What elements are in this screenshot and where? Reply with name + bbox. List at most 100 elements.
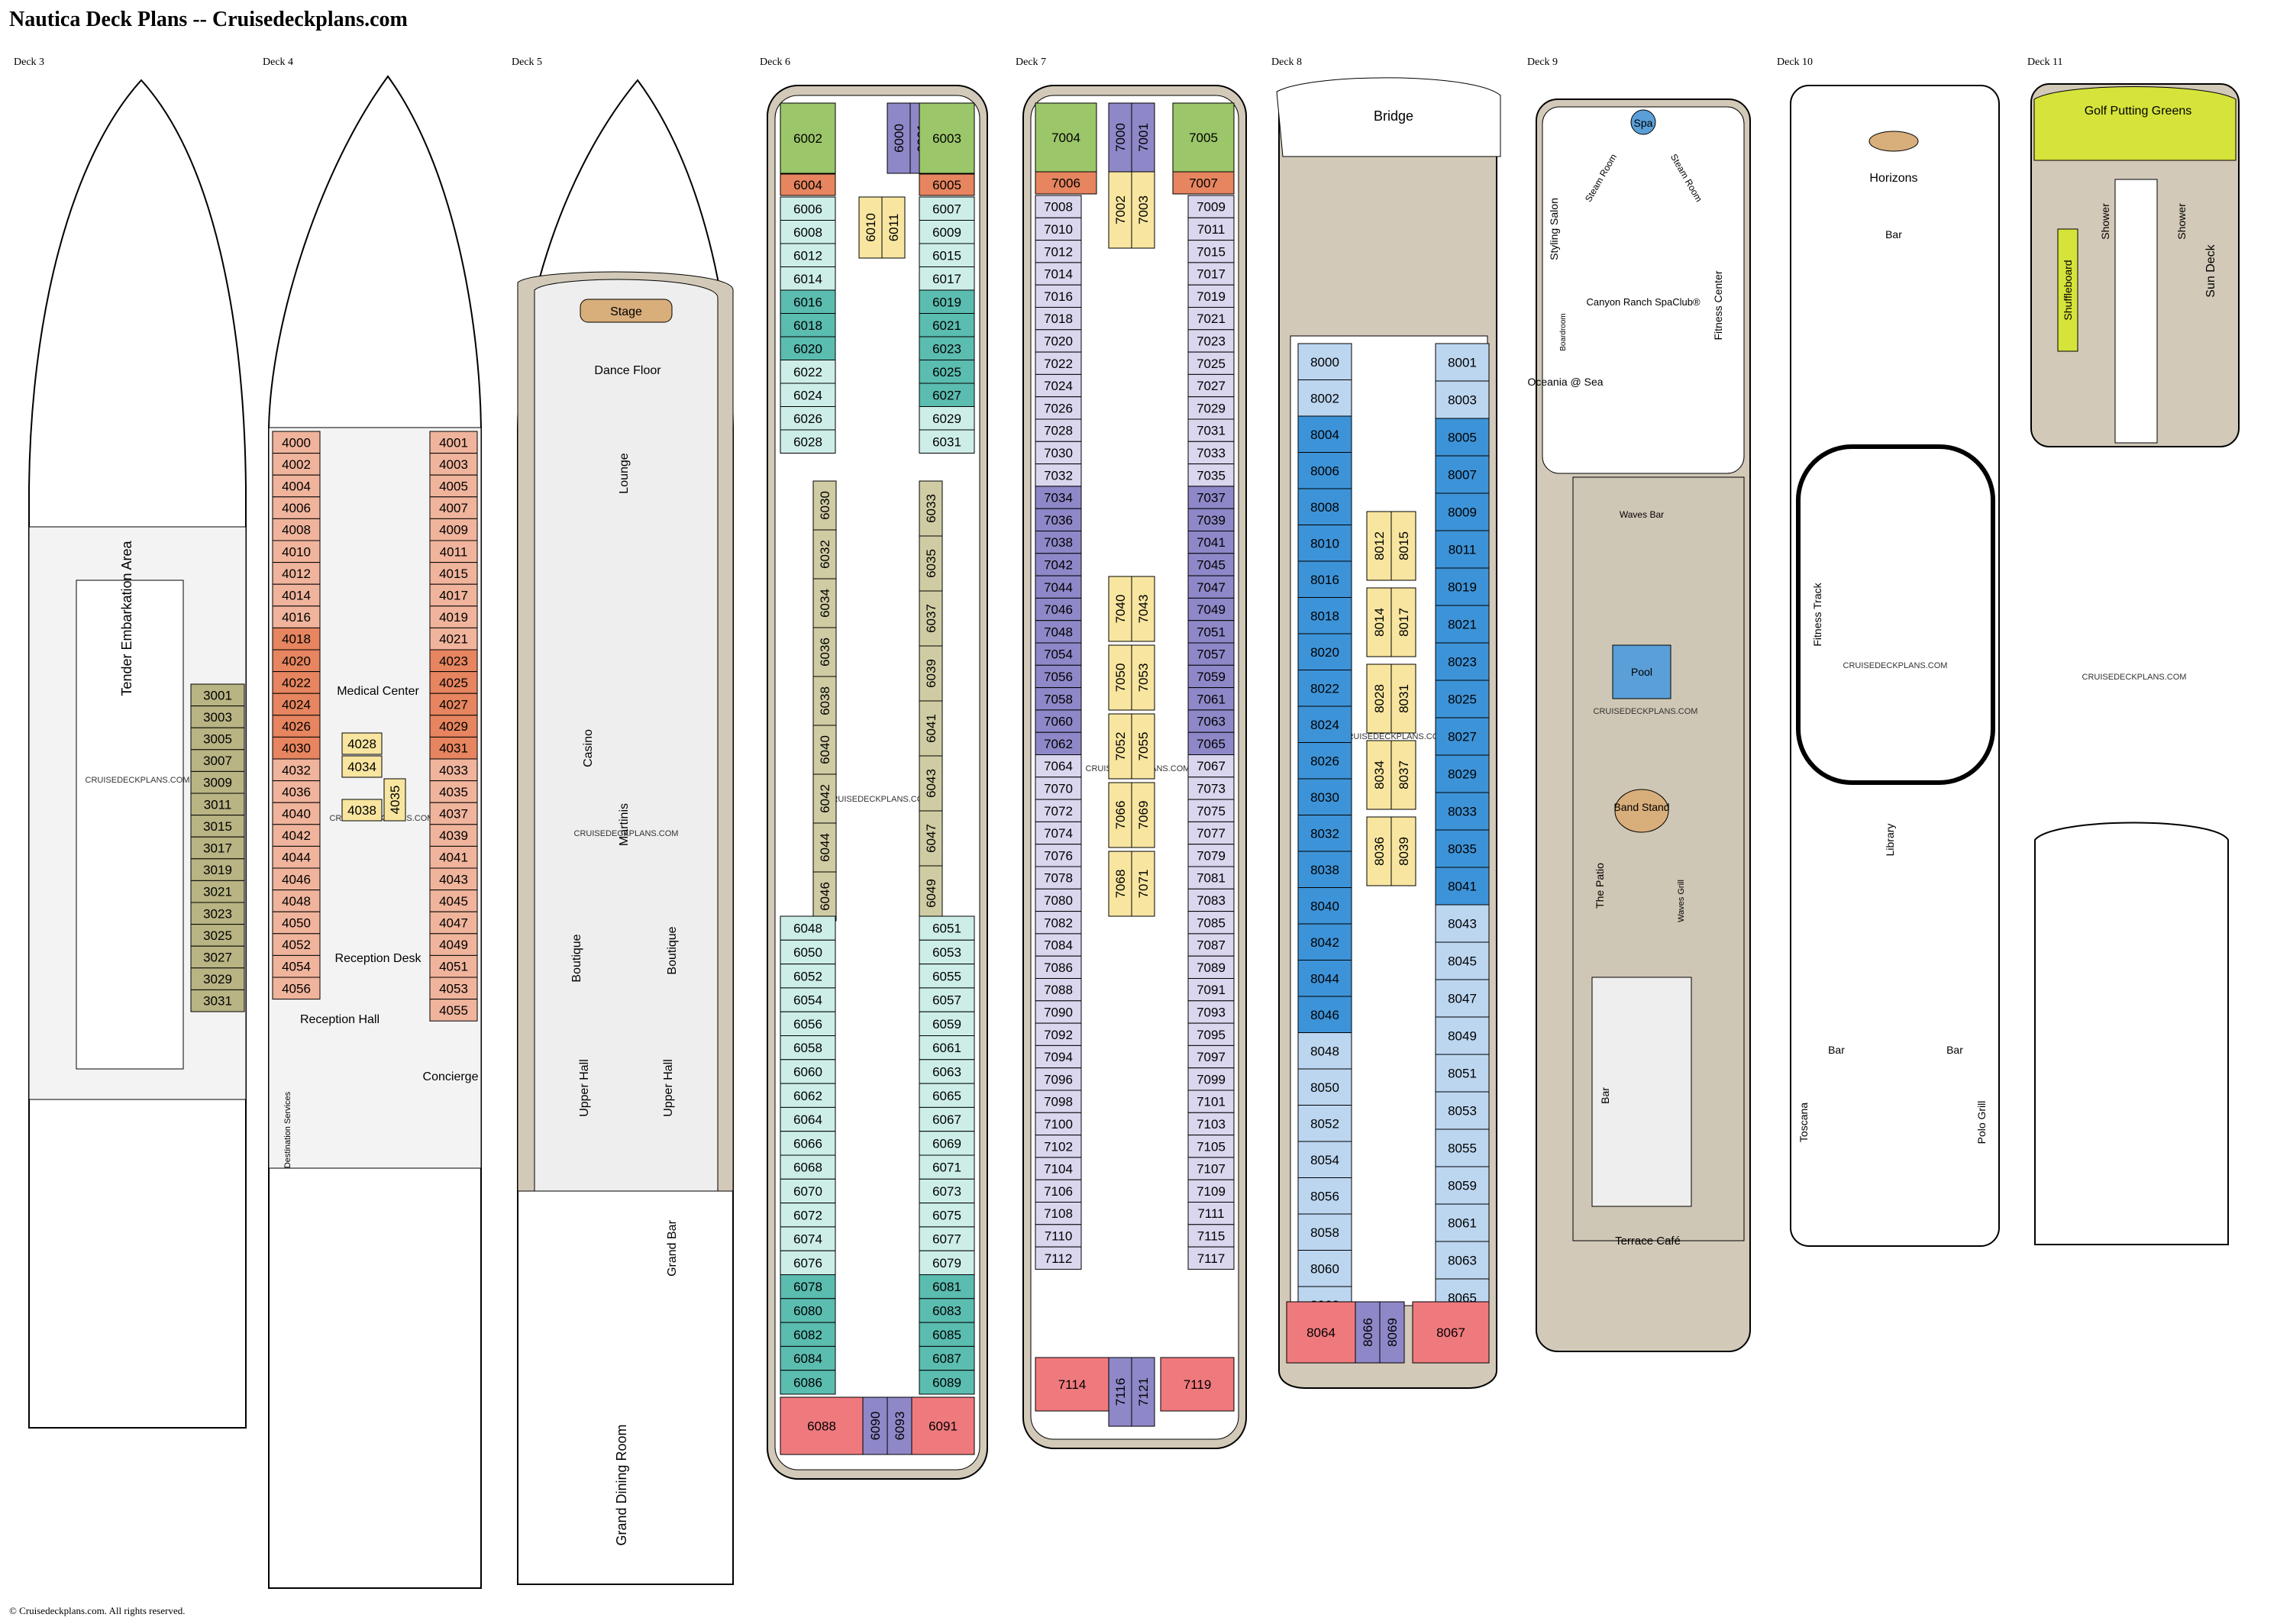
cabin-number: 4015	[439, 567, 468, 581]
cabin-6023: 6023	[919, 336, 975, 360]
cabin-7034: 7034	[1035, 486, 1082, 509]
deck11-shower2-label: Shower	[2175, 203, 2188, 240]
cabin-7081: 7081	[1187, 866, 1235, 889]
cabin-4051: 4051	[429, 954, 478, 978]
deck5-stage-label: Stage	[610, 305, 642, 318]
deck10-bar-label: Bar	[1885, 228, 1902, 241]
cabin-number: 4051	[439, 960, 468, 974]
cabin-8053: 8053	[1435, 1091, 1490, 1130]
cabin-number: 8024	[1310, 718, 1339, 732]
cabin-7087: 7087	[1187, 933, 1235, 957]
cabin-number: 7117	[1197, 1251, 1226, 1266]
cabin-4043: 4043	[429, 867, 478, 891]
cabin-number: 7000	[1113, 123, 1128, 152]
cabin-7043: 7043	[1131, 576, 1155, 642]
deck9-waves-bar-label: Waves Bar	[1620, 509, 1664, 520]
cabin-4006: 4006	[272, 496, 321, 519]
cabin-6033: 6033	[919, 480, 943, 537]
cabin-number: 7075	[1197, 804, 1226, 818]
cabin-8049: 8049	[1435, 1016, 1490, 1055]
cabin-6014: 6014	[780, 266, 836, 291]
cabin-6052: 6052	[780, 964, 836, 989]
cabin-number: 6085	[932, 1328, 961, 1342]
cabin-7041: 7041	[1187, 531, 1235, 554]
cabin-number: 6016	[793, 295, 822, 309]
cabin-7094: 7094	[1035, 1044, 1082, 1069]
cabin-8048: 8048	[1297, 1032, 1352, 1070]
cabin-7096: 7096	[1035, 1067, 1082, 1091]
cabin-7005: 7005	[1172, 102, 1235, 173]
cabin-number: 7002	[1113, 195, 1128, 224]
cabin-number: 6034	[818, 589, 832, 618]
cabin-number: 8011	[1449, 543, 1477, 557]
cabin-7080: 7080	[1035, 888, 1082, 912]
cabin-number: 6073	[932, 1184, 961, 1199]
cabin-4031: 4031	[429, 736, 478, 760]
cabin-7026: 7026	[1035, 396, 1082, 420]
deck9-styling-label: Styling Salon	[1548, 198, 1560, 260]
cabin-number: 6027	[932, 388, 961, 402]
cabin-number: 6049	[924, 879, 938, 908]
cabin-number: 8025	[1448, 693, 1477, 707]
cabin-number: 6032	[818, 540, 832, 569]
cabin-number: 3019	[203, 863, 232, 877]
cabin-number: 4030	[282, 741, 311, 756]
cabin-7021: 7021	[1187, 307, 1235, 331]
cabin-8050: 8050	[1297, 1068, 1352, 1106]
cabin-7078: 7078	[1035, 866, 1082, 889]
cabin-number: 4025	[439, 676, 468, 690]
cabin-number: 4031	[439, 741, 468, 756]
cabin-number: 4019	[439, 610, 468, 625]
cabin-number: 7091	[1197, 983, 1226, 997]
cabin-number: 7056	[1044, 670, 1073, 684]
cabin-6091: 6091	[911, 1396, 975, 1455]
cabin-6024: 6024	[780, 383, 836, 407]
cabin-number: 4035	[388, 786, 402, 815]
cabin-number: 7109	[1197, 1184, 1226, 1199]
cabin-number: 4016	[282, 610, 311, 625]
cabin-number: 8027	[1448, 730, 1477, 744]
cabin-7065: 7065	[1187, 731, 1235, 756]
cabin-number: 7087	[1197, 938, 1226, 953]
cabin-number: 8022	[1310, 681, 1339, 696]
cabin-number: 7105	[1197, 1139, 1226, 1154]
cabin-number: 8052	[1310, 1116, 1339, 1131]
cabin-7028: 7028	[1035, 418, 1082, 442]
cabin-6028: 6028	[780, 429, 836, 454]
cabin-6032: 6032	[812, 529, 837, 580]
cabin-number: 8008	[1310, 500, 1339, 515]
cabin-number: 6020	[793, 341, 822, 356]
cabin-8045: 8045	[1435, 941, 1490, 980]
cabin-6018: 6018	[780, 313, 836, 337]
cabin-6078: 6078	[780, 1274, 836, 1300]
deck4-destination-label: Destination Services	[283, 1091, 292, 1168]
cabin-7046: 7046	[1035, 597, 1082, 622]
cabin-7023: 7023	[1187, 329, 1235, 353]
cabin-4053: 4053	[429, 977, 478, 1000]
cabin-number: 6038	[818, 686, 832, 715]
cabin-number: 7077	[1197, 826, 1226, 841]
cabin-4040: 4040	[272, 802, 321, 825]
cabin-8039: 8039	[1390, 816, 1416, 886]
cabin-number: 6039	[924, 659, 938, 688]
cabin-4022: 4022	[272, 671, 321, 694]
cabin-7050: 7050	[1108, 644, 1132, 711]
cabin-number: 7097	[1197, 1050, 1226, 1064]
cabin-4004: 4004	[272, 474, 321, 498]
cabin-8059: 8059	[1435, 1166, 1490, 1205]
deck10-library-label: Library	[1884, 824, 1896, 857]
cabin-number: 6064	[793, 1112, 822, 1127]
cabin-7115: 7115	[1187, 1224, 1235, 1248]
cabin-number: 7103	[1197, 1117, 1226, 1132]
cabin-4050: 4050	[272, 911, 321, 935]
cabin-number: 6036	[818, 638, 832, 667]
cabin-number: 4029	[439, 719, 468, 734]
cabin-7042: 7042	[1035, 553, 1082, 576]
cabin-number: 6021	[932, 318, 961, 333]
deck10-toscana-label: Toscana	[1797, 1103, 1810, 1142]
cabin-number: 7063	[1197, 715, 1226, 729]
cabin-number: 8018	[1310, 609, 1339, 623]
cabin-number: 6026	[793, 412, 822, 426]
cabin-number: 4006	[282, 501, 311, 515]
cabin-6087: 6087	[919, 1345, 975, 1371]
